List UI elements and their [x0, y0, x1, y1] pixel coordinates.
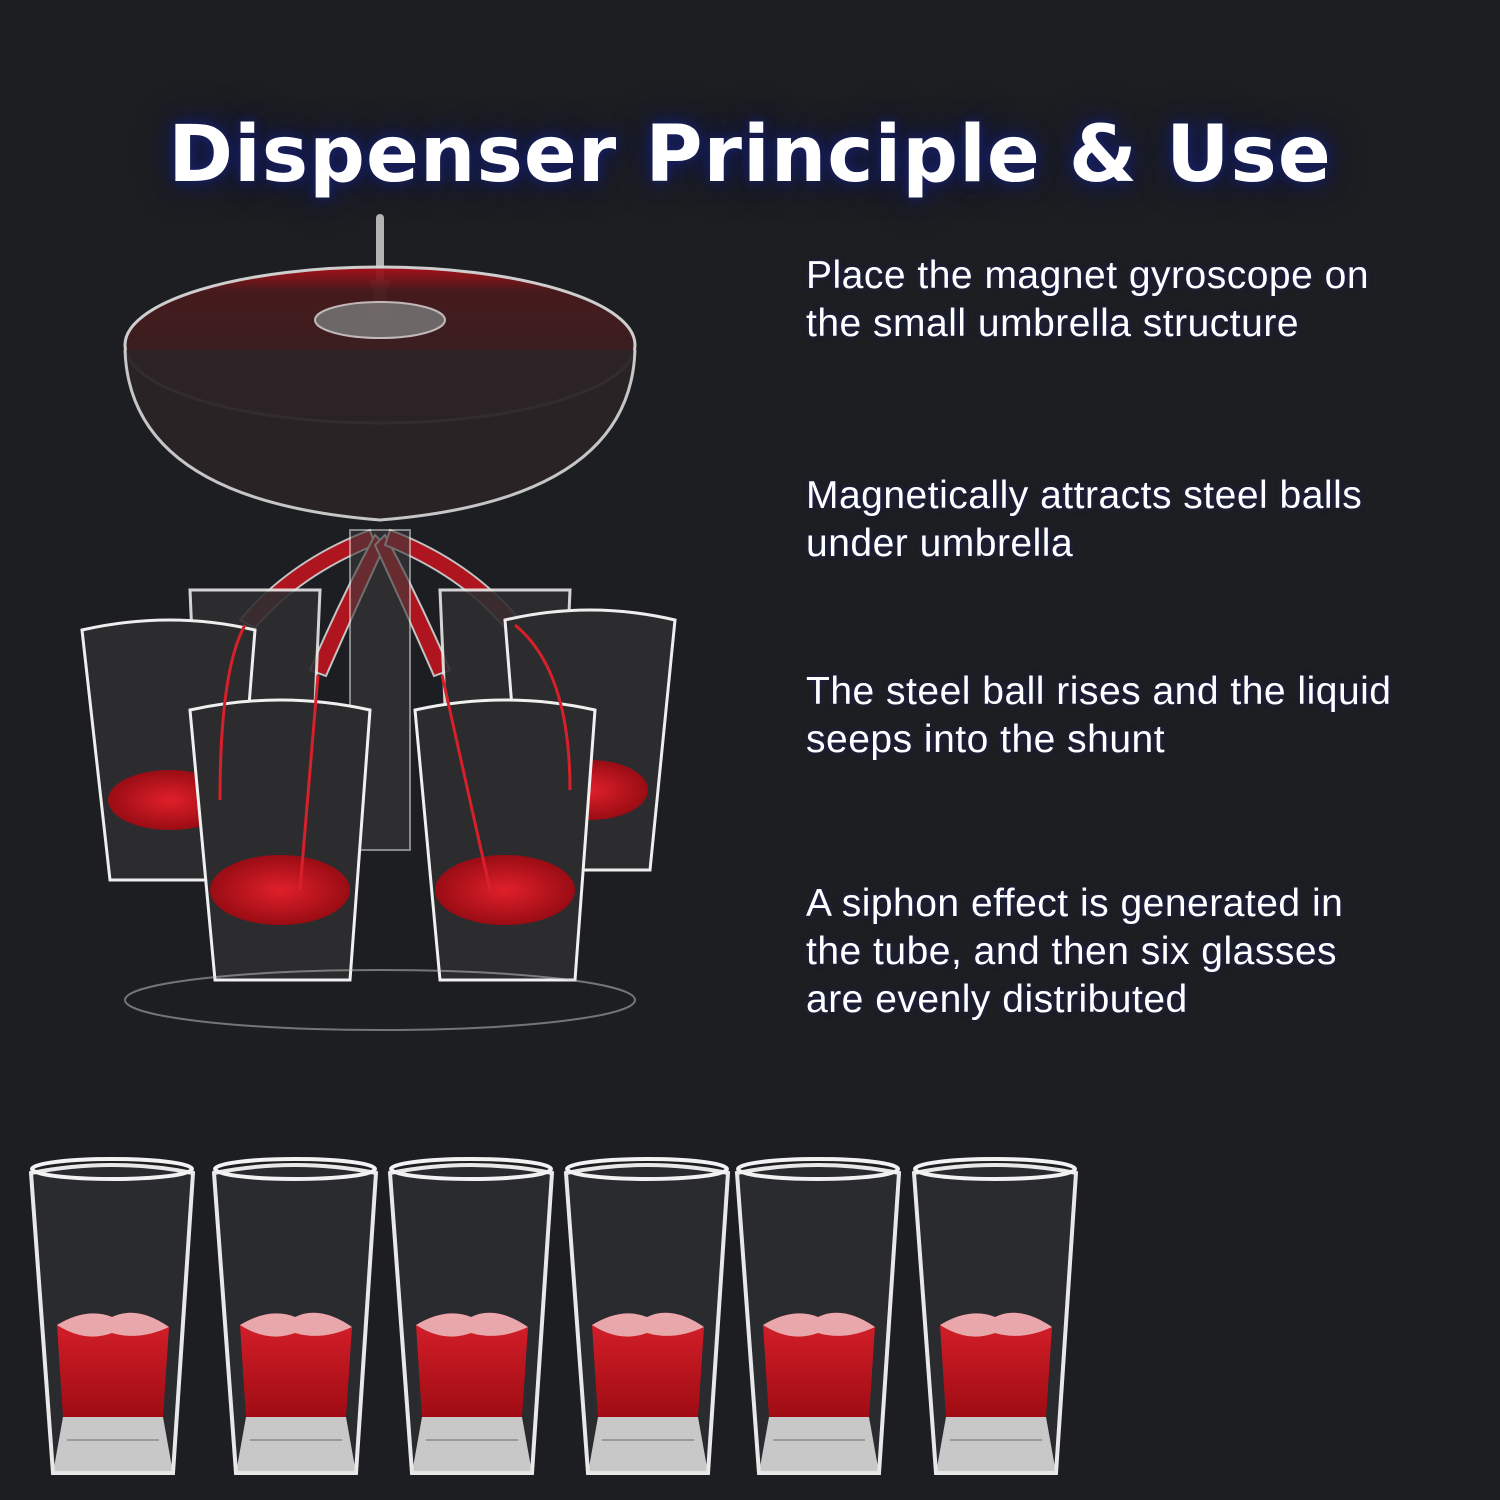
dispenser-illustration: [70, 200, 690, 1040]
step-1-text: Place the magnet gyroscope on the small …: [806, 254, 1370, 345]
shot-glass-3: [386, 1155, 556, 1485]
shot-glasses-row: [0, 1155, 1500, 1485]
shot-glass-icon: [734, 1157, 902, 1475]
shot-glass-icon: [563, 1157, 731, 1475]
shot-glass-icon: [387, 1157, 555, 1475]
page-title: Dispenser Principle & Use: [168, 110, 1332, 201]
shot-glass-6: [910, 1155, 1080, 1485]
shot-glass-1: [27, 1155, 197, 1485]
shot-dispenser-icon: [80, 214, 677, 1031]
step-3-text: The steel ball rises and the liquid seep…: [806, 670, 1392, 761]
step-4-text: A siphon effect is generated in the tube…: [806, 882, 1344, 1021]
shot-glass-5: [733, 1155, 903, 1485]
shot-glass-2: [210, 1155, 380, 1485]
shot-glass-icon: [28, 1157, 196, 1475]
shot-glass-4: [562, 1155, 732, 1485]
shot-glass-icon: [911, 1157, 1079, 1475]
shot-glass-icon: [211, 1157, 379, 1475]
step-2-text: Magnetically attracts steel balls under …: [806, 474, 1363, 565]
